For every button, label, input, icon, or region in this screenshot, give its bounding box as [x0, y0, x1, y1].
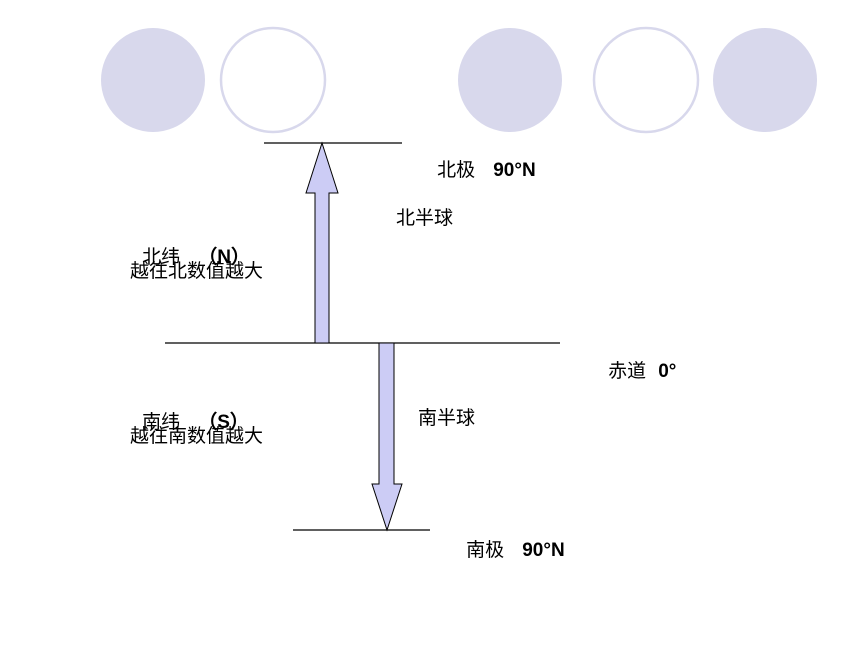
north-arrow	[305, 141, 339, 344]
south-latitude-name: 南纬	[142, 411, 181, 433]
south-pole-label: 南极 90°N	[454, 514, 565, 563]
north-pole-label: 北极 90°N	[425, 134, 536, 183]
north-latitude-title: 北纬 （N）	[130, 221, 250, 270]
north-latitude-rule: 越往北数值越大	[130, 260, 264, 282]
north-pole-value: 90°N	[493, 160, 536, 181]
north-latitude-name: 北纬	[142, 246, 181, 268]
south-pole-value: 90°N	[522, 540, 565, 561]
decor-circle-5	[713, 28, 817, 132]
decor-circle-3	[458, 28, 562, 132]
equator-value: 0°	[658, 361, 677, 382]
north-latitude-symbol: （N）	[198, 247, 250, 268]
south-arrow	[371, 342, 403, 532]
decor-circle-1	[101, 28, 205, 132]
southern-hemisphere-label: 南半球	[418, 407, 476, 429]
equator-label: 赤道 0°	[596, 335, 676, 384]
south-latitude-symbol: （S）	[198, 412, 249, 433]
equator-name: 赤道	[608, 360, 647, 382]
north-pole-name: 北极	[437, 159, 476, 181]
south-latitude-rule: 越往南数值越大	[130, 425, 264, 447]
decor-circle-4	[592, 26, 700, 134]
northern-hemisphere-label: 北半球	[396, 207, 454, 229]
south-latitude-title: 南纬 （S）	[130, 386, 249, 435]
decor-circle-2	[219, 26, 327, 134]
south-pole-name: 南极	[466, 539, 505, 561]
